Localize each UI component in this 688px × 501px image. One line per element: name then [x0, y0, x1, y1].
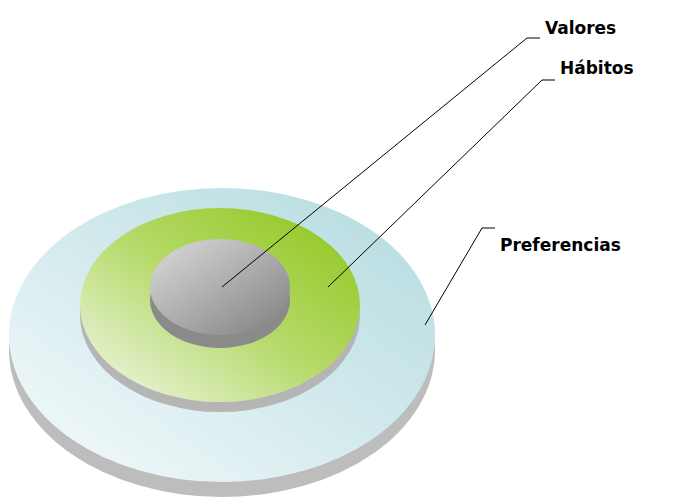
leader-line	[425, 228, 495, 325]
leader-line	[328, 80, 555, 287]
callout-label: Valores	[545, 18, 616, 38]
inner-disc	[150, 239, 290, 335]
leader-line	[222, 38, 540, 287]
callout-label: Preferencias	[500, 235, 621, 255]
callout-label: Hábitos	[560, 58, 634, 78]
outer-disc	[9, 188, 435, 482]
middle-disc	[80, 208, 360, 402]
